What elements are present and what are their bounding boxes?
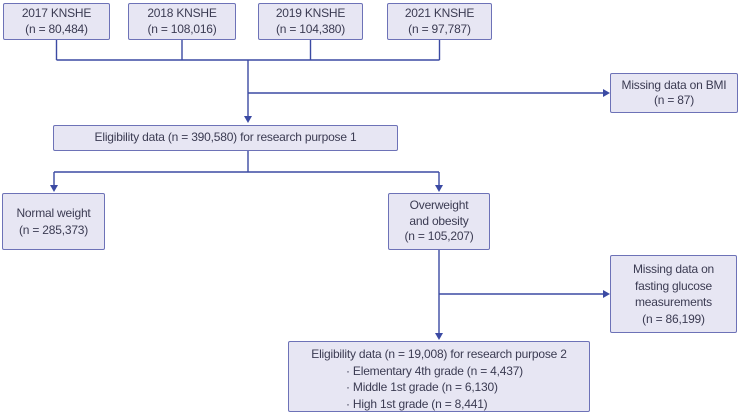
arrowhead-missing-bmi <box>603 89 610 97</box>
merge-line <box>55 40 441 61</box>
knshe-2021-title: 2021 KNSHE <box>404 6 475 20</box>
knshe-2019-title: 2019 KNSHE <box>275 6 346 20</box>
knshe-2018-count: (n = 108,016) <box>147 21 217 36</box>
knshe-2017-title: 2017 KNSHE <box>21 6 92 20</box>
overweight-obesity-box: Overweight and obesity (n = 105,207) <box>388 193 490 250</box>
overweight-count: (n = 105,207) <box>404 229 474 244</box>
knshe-2018-title: 2018 KNSHE <box>147 6 217 20</box>
missing-glucose-box: Missing data on fasting glucose measurem… <box>610 255 737 333</box>
eligibility-purpose1-box: Eligibility data (n = 390,580) for resea… <box>53 125 398 151</box>
knshe-2017-box: 2017 KNSHE (n = 80,484) <box>3 3 110 40</box>
normal-weight-count: (n = 285,373) <box>18 222 89 237</box>
eligibility-purpose2-box: Eligibility data (n = 19,008) for resear… <box>288 341 590 412</box>
eligibility-purpose2-item-elementary: · Elementary 4th grade (n = 4,437) <box>346 363 523 378</box>
normal-weight-label: Normal weight <box>16 205 91 220</box>
eligibility-purpose2-item-middle: · Middle 1st grade (n = 6,130) <box>346 380 498 394</box>
knshe-2019-count: (n = 104,380) <box>275 21 346 36</box>
overweight-label-line1: Overweight <box>409 198 469 213</box>
missing-bmi-label: Missing data on BMI <box>621 77 727 92</box>
split-line <box>53 151 440 186</box>
missing-glucose-line3: measurements <box>635 295 712 309</box>
missing-glucose-line2: fasting glucose <box>634 278 713 293</box>
eligibility-purpose2-title: Eligibility data (n = 19,008) for resear… <box>311 347 567 361</box>
knshe-2019-box: 2019 KNSHE (n = 104,380) <box>258 3 363 40</box>
normal-weight-box: Normal weight (n = 285,373) <box>2 193 105 250</box>
eligibility-purpose2-item-high: · High 1st grade (n = 8,441) <box>346 396 488 411</box>
arrowhead-missing-glucose <box>603 290 610 298</box>
missing-bmi-box: Missing data on BMI (n = 87) <box>610 73 738 113</box>
eligibility-purpose1-label: Eligibility data (n = 390,580) for resea… <box>94 130 357 145</box>
overweight-label-line2: and obesity <box>409 213 469 228</box>
knshe-2021-box: 2021 KNSHE (n = 97,787) <box>387 3 492 40</box>
arrowhead-overweight <box>435 185 443 192</box>
knshe-2021-count: (n = 97,787) <box>408 21 471 36</box>
missing-glucose-count: (n = 86,199) <box>642 311 705 326</box>
knshe-2018-box: 2018 KNSHE (n = 108,016) <box>128 3 236 40</box>
arrowhead-normal-weight <box>50 185 58 192</box>
knshe-2017-count: (n = 80,484) <box>25 21 88 36</box>
missing-glucose-line1: Missing data on <box>632 262 715 276</box>
arrowhead-eligibility1 <box>244 116 252 123</box>
arrowhead-eligibility2 <box>435 333 443 340</box>
missing-bmi-count: (n = 87) <box>653 93 695 107</box>
